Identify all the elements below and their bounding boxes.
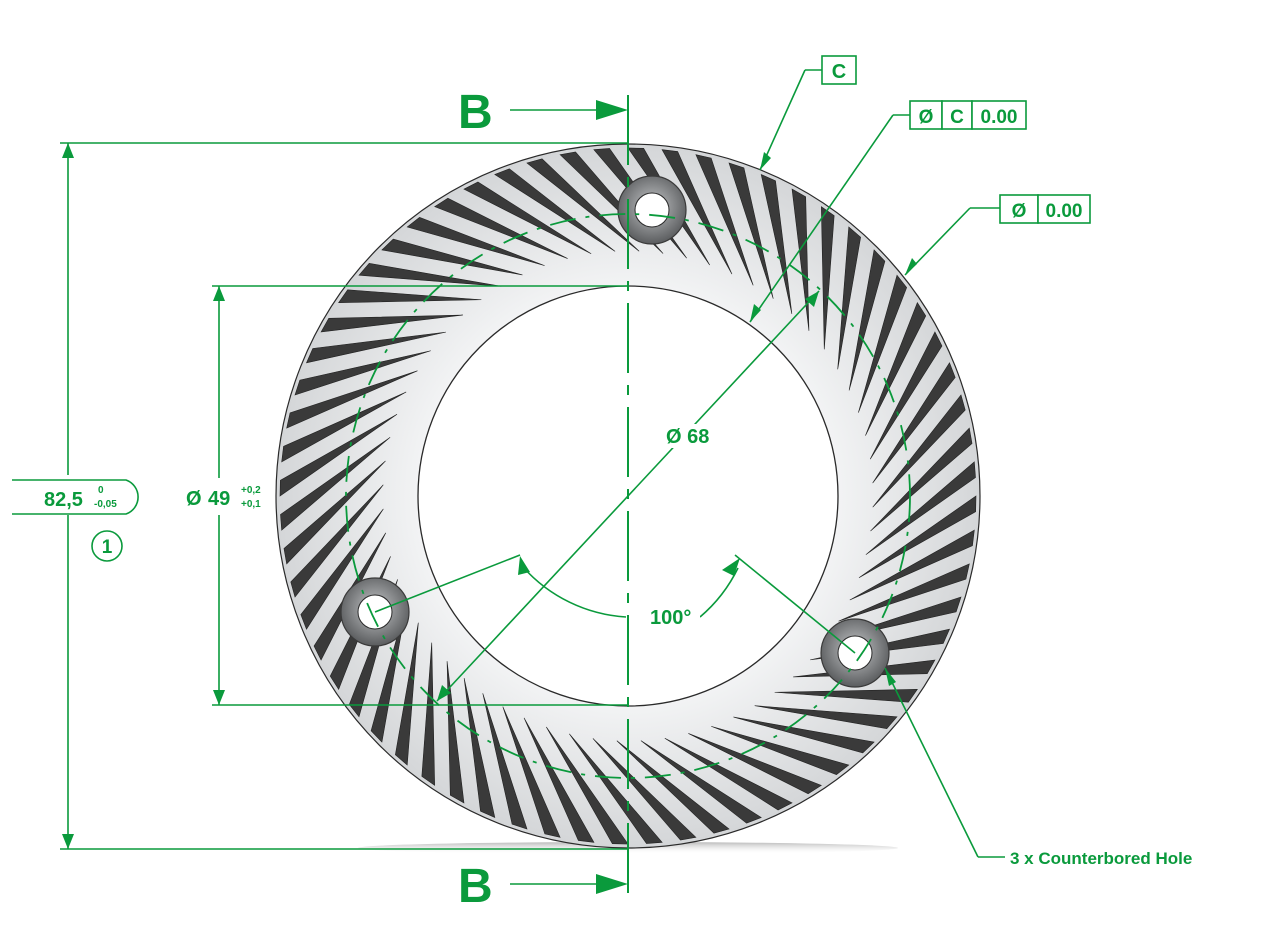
bore-symbol: Ø bbox=[186, 488, 202, 510]
outer-tol-lower: -0,05 bbox=[94, 499, 117, 510]
burr-tooth bbox=[395, 622, 419, 766]
fcf-top-tolerance: 0.00 bbox=[981, 107, 1018, 128]
balloon-number: 1 bbox=[102, 537, 113, 558]
section-label-top: B bbox=[458, 86, 493, 139]
hole-callout: 3 x Counterbored Hole bbox=[884, 667, 1192, 868]
burr-tooth bbox=[280, 437, 391, 531]
burr-tooth bbox=[546, 726, 629, 845]
burr-tooth bbox=[338, 289, 482, 303]
burr-tooth bbox=[865, 302, 927, 436]
burr-tooth bbox=[290, 484, 384, 598]
arrow-right-icon bbox=[596, 100, 628, 120]
bore-value: 49 bbox=[208, 488, 230, 510]
burr-tooth bbox=[305, 331, 446, 364]
burr-tooth bbox=[421, 642, 435, 786]
burr-tooth bbox=[446, 661, 465, 804]
burr-tooth bbox=[381, 238, 523, 276]
burr-tooth bbox=[695, 154, 754, 286]
section-label-bottom: B bbox=[458, 860, 493, 913]
feature-control-frame-right: Ø 0.00 bbox=[904, 194, 1091, 276]
bore-tol-upper: +0,2 bbox=[241, 485, 261, 496]
angle-value: 100° bbox=[650, 607, 691, 629]
burr-tooth bbox=[286, 370, 418, 429]
cutting-teeth bbox=[279, 147, 977, 845]
fcf-top-datum: C bbox=[950, 107, 964, 128]
datum-label: C bbox=[832, 61, 846, 83]
bolt-circle bbox=[345, 213, 911, 779]
burr-tooth bbox=[858, 495, 977, 578]
burr-tooth bbox=[616, 740, 730, 834]
burr-tooth bbox=[733, 716, 875, 754]
burr-tooth bbox=[592, 738, 697, 841]
burr-tooth bbox=[664, 737, 793, 811]
burr-tooth bbox=[463, 181, 592, 255]
burr-tooth bbox=[526, 158, 640, 252]
burr-tooth bbox=[279, 414, 398, 497]
burr-tooth bbox=[406, 216, 545, 266]
burr-tooth bbox=[760, 173, 793, 314]
burr-tooth bbox=[870, 427, 973, 532]
burr-tooth bbox=[774, 689, 918, 703]
burr-tooth bbox=[865, 461, 976, 555]
burr-tooth bbox=[283, 460, 386, 565]
bolt-circle-value: Ø 68 bbox=[666, 426, 709, 448]
burr-tooth bbox=[754, 705, 898, 729]
balloon bbox=[91, 530, 123, 562]
dimension-frame bbox=[12, 479, 139, 515]
burr-tooth bbox=[294, 350, 431, 396]
outer-height-value: 82,5 bbox=[44, 489, 83, 511]
burr-tooth bbox=[661, 149, 733, 275]
burr-tooth bbox=[838, 563, 970, 622]
arrow-right-icon bbox=[596, 874, 628, 894]
burr-tooth bbox=[358, 263, 502, 287]
burr-tooth bbox=[320, 314, 463, 333]
section-marker-top: B bbox=[458, 86, 628, 139]
burr-tooth bbox=[688, 733, 822, 795]
counterbored-hole-right bbox=[820, 618, 890, 688]
datum-feature: C bbox=[759, 55, 857, 171]
burr-tooth bbox=[858, 274, 908, 413]
feature-control-frame-top: Ø C 0.00 bbox=[749, 100, 1027, 323]
burr-tooth bbox=[869, 331, 943, 460]
burr-tooth bbox=[640, 740, 762, 824]
burr-tooth bbox=[494, 168, 616, 252]
burr-tooth bbox=[872, 362, 956, 484]
fcf-right-tolerance: 0.00 bbox=[1046, 201, 1083, 222]
hole-callout-text: 3 x Counterbored Hole bbox=[1010, 849, 1192, 868]
burr-tooth bbox=[300, 508, 384, 630]
burr-tooth bbox=[872, 394, 966, 508]
dimension-angle: 100° bbox=[374, 554, 856, 654]
outer-tol-upper: 0 bbox=[98, 485, 104, 496]
burr-tooth bbox=[281, 391, 407, 463]
burr-tooth bbox=[837, 226, 861, 370]
counterbored-hole-top bbox=[617, 175, 687, 245]
dimension-outer-height: 82,5 0 -0,05 1 bbox=[12, 142, 628, 850]
fcf-right-symbol: Ø bbox=[1012, 201, 1027, 222]
burr-tooth bbox=[523, 717, 595, 843]
burr-tooth bbox=[482, 693, 528, 830]
burr-tooth bbox=[849, 529, 975, 601]
burr-tooth bbox=[711, 726, 850, 776]
section-marker-bottom: B bbox=[458, 860, 628, 913]
burr-tooth bbox=[502, 706, 561, 838]
dimension-bolt-circle: Ø 68 bbox=[436, 290, 820, 702]
burr-tooth bbox=[791, 188, 810, 331]
burr-tooth bbox=[848, 249, 886, 391]
fcf-top-symbol: Ø bbox=[919, 107, 934, 128]
burr-tooth bbox=[821, 206, 835, 350]
burr-tooth bbox=[728, 162, 774, 299]
burr-tooth bbox=[463, 678, 496, 819]
dimension-bore: Ø 49 +0,2 +0,1 bbox=[186, 285, 628, 706]
burr-tooth bbox=[434, 197, 568, 259]
burr-tooth bbox=[569, 733, 663, 844]
bore-tol-lower: +0,1 bbox=[241, 499, 261, 510]
